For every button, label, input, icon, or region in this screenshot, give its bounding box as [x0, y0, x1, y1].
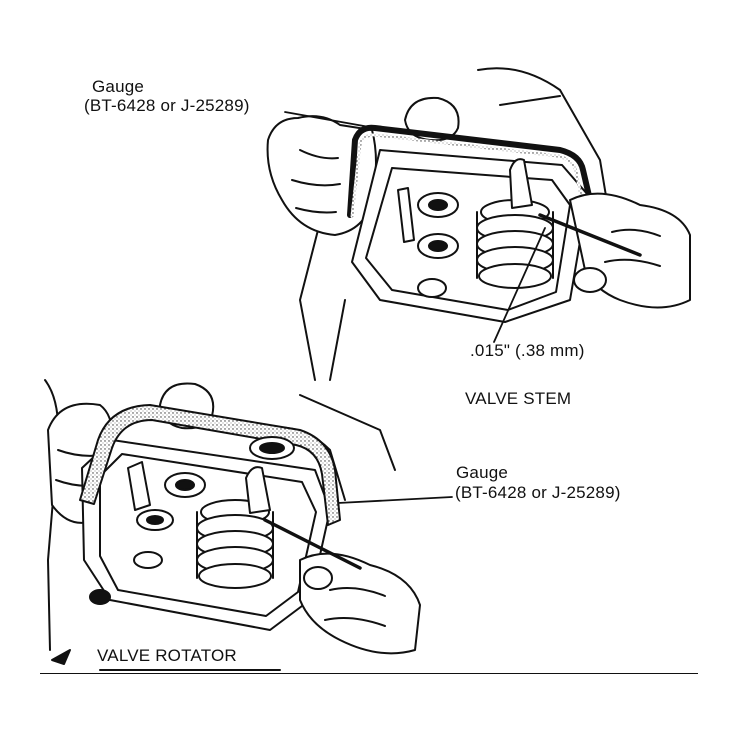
- top-gauge-part-number: (BT-6428 or J-25289): [84, 96, 250, 115]
- lower-gauge-leader: [337, 496, 453, 504]
- lower-feeler-gauge: [263, 518, 362, 570]
- top-gauge-bracket: [347, 124, 593, 218]
- clearance-leader: [493, 227, 546, 343]
- lower-gauge-part-number: (BT-6428 or J-25289): [455, 483, 621, 502]
- top-hand: [404, 96, 460, 142]
- top-gauge-leader: [284, 111, 376, 129]
- top-valve-stem: [509, 158, 533, 209]
- valve-stem-caption: VALVE STEM: [465, 389, 572, 408]
- lower-valve-spring: [196, 499, 274, 589]
- valve-rotator-caption: VALVE ROTATOR: [97, 646, 237, 665]
- valve-stem-illustration: [266, 67, 691, 381]
- lower-valve-stem: [245, 466, 271, 514]
- lower-gauge-label: Gauge: [456, 463, 509, 482]
- top-gauge-label: Gauge: [92, 77, 145, 96]
- lower-gauge-bracket: [79, 404, 341, 526]
- rotator-arrow: [51, 649, 71, 665]
- clearance-label: .015" (.38 mm): [470, 341, 585, 360]
- top-feeler-gauge: [538, 213, 642, 257]
- bottom-rule: [40, 673, 698, 674]
- valve-rotator-illustration: [44, 379, 453, 671]
- top-valve-spring: [476, 199, 554, 289]
